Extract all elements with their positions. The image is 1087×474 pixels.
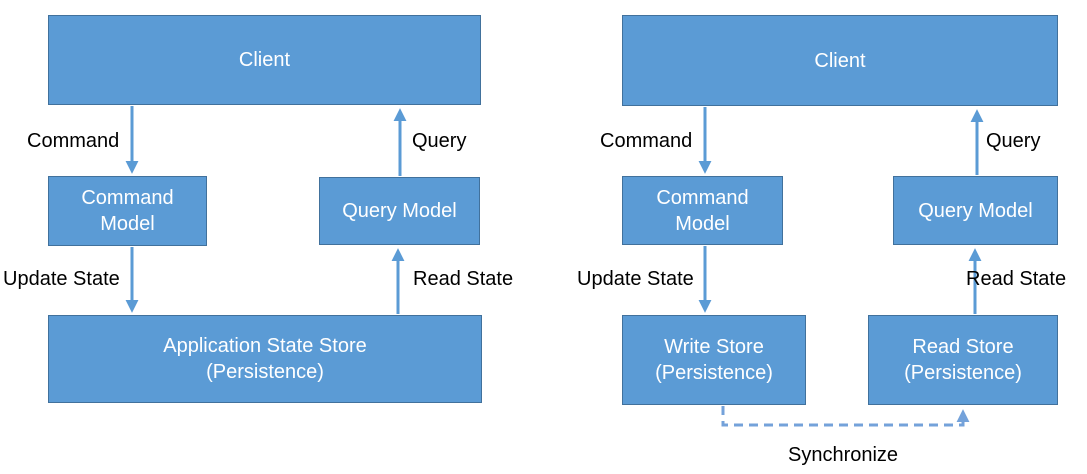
label-query-left: Query bbox=[412, 130, 467, 152]
node-query-model-left: Query Model bbox=[319, 177, 480, 245]
label-update-state-left: Update State bbox=[3, 268, 120, 290]
synchronize-dashed-arrow bbox=[721, 406, 970, 427]
label-read-state-left: Read State bbox=[413, 268, 514, 290]
label-command-right: Command bbox=[600, 130, 693, 152]
node-read-store: Read Store (Persistence) bbox=[868, 315, 1058, 405]
node-client-right: Client bbox=[622, 15, 1058, 106]
node-write-store: Write Store (Persistence) bbox=[622, 315, 806, 405]
label-read-state-right: Read State bbox=[966, 268, 1067, 290]
node-application-state-store: Application State Store (Persistence) bbox=[48, 315, 482, 403]
label-command-left: Command bbox=[27, 130, 120, 152]
node-client-left: Client bbox=[48, 15, 481, 105]
label-query-right: Query bbox=[986, 130, 1041, 152]
node-command-model-left: Command Model bbox=[48, 176, 207, 246]
label-update-state-right: Update State bbox=[577, 268, 694, 290]
node-query-model-right: Query Model bbox=[893, 176, 1058, 245]
node-command-model-right: Command Model bbox=[622, 176, 783, 245]
label-synchronize: Synchronize bbox=[788, 444, 899, 466]
